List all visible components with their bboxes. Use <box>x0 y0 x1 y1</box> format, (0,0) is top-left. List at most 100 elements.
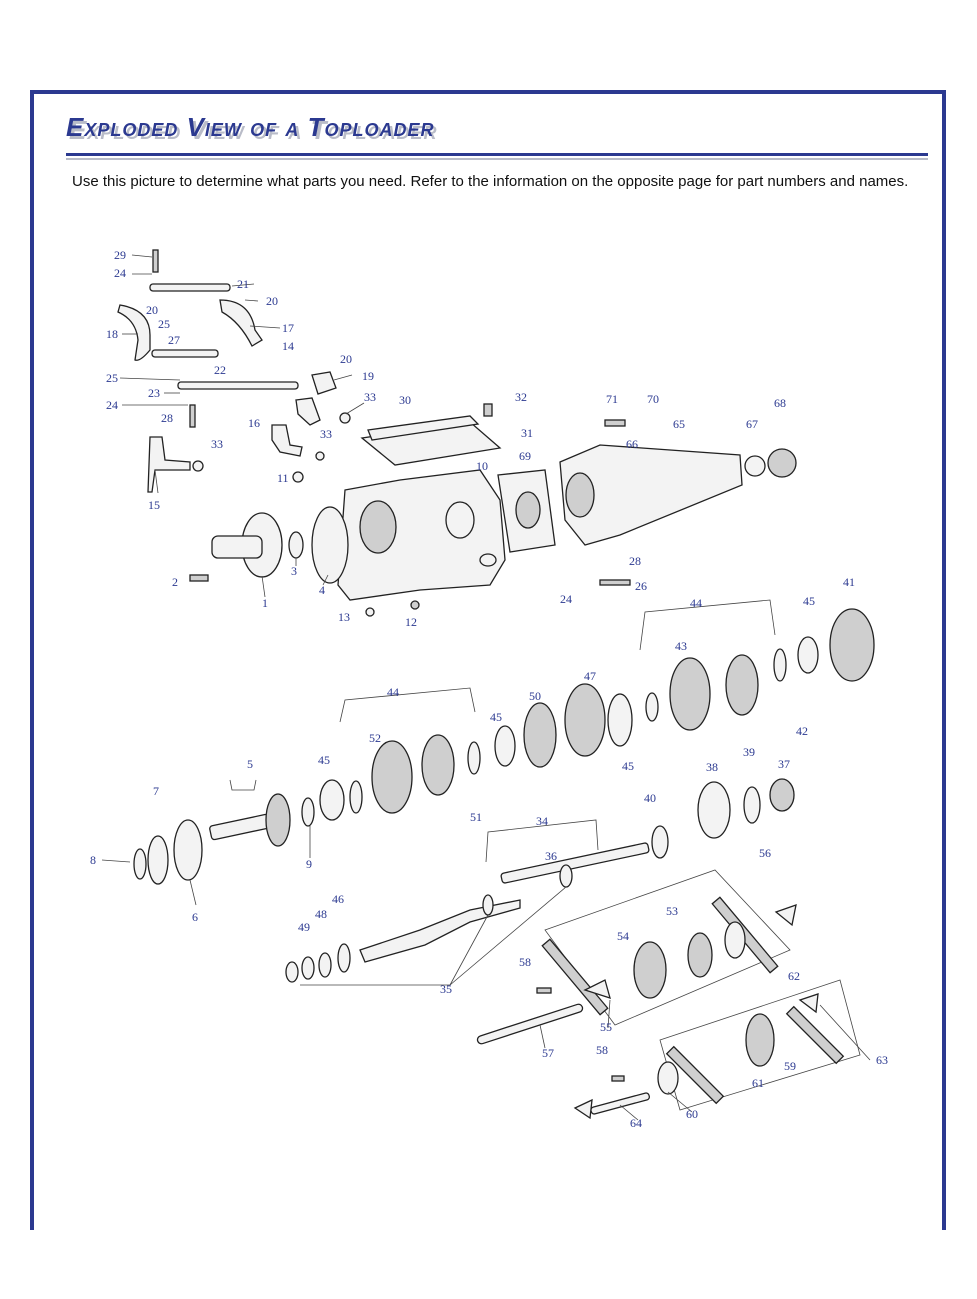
callout-21: 21 <box>237 277 249 291</box>
callout-54: 54 <box>617 929 629 943</box>
callout-33: 33 <box>364 390 376 404</box>
callout-45: 45 <box>803 594 815 608</box>
callout-70: 70 <box>647 392 659 406</box>
callout-26: 26 <box>635 579 647 593</box>
callout-64: 64 <box>630 1116 642 1130</box>
title-underline <box>66 153 928 156</box>
callout-46: 46 <box>332 892 344 906</box>
callout-20: 20 <box>146 303 158 317</box>
callout-58: 58 <box>596 1043 608 1057</box>
callout-61: 61 <box>752 1076 764 1090</box>
countershaft-cluster <box>476 869 797 1045</box>
callout-18: 18 <box>106 327 118 341</box>
callout-47: 47 <box>584 669 596 683</box>
callout-52: 52 <box>369 731 381 745</box>
callout-57: 57 <box>542 1046 554 1060</box>
callout-24: 24 <box>106 398 118 412</box>
callout-17: 17 <box>282 321 294 335</box>
callout-53: 53 <box>666 904 678 918</box>
front-bearing-retainer <box>189 506 349 584</box>
callout-34: 34 <box>536 814 548 828</box>
callout-32: 32 <box>515 390 527 404</box>
callout-44: 44 <box>387 685 399 699</box>
callout-33: 33 <box>211 437 223 451</box>
callout-55: 55 <box>600 1020 612 1034</box>
callout-63: 63 <box>876 1053 888 1067</box>
callout-20: 20 <box>340 352 352 366</box>
title-underline-shadow <box>66 158 928 160</box>
callout-67: 67 <box>746 417 758 431</box>
callout-56: 56 <box>759 846 771 860</box>
callout-23: 23 <box>148 386 160 400</box>
callout-9: 9 <box>306 857 312 871</box>
callout-labels: 29 24 21 20 20 25 17 18 27 14 20 22 19 2… <box>90 248 888 1130</box>
callout-11: 11 <box>277 471 289 485</box>
callout-44: 44 <box>690 596 702 610</box>
extension-housing <box>483 403 797 586</box>
page-title: Exploded View of a Toploader <box>66 112 435 142</box>
callout-27: 27 <box>168 333 180 347</box>
callout-49: 49 <box>298 920 310 934</box>
callout-60: 60 <box>686 1107 698 1121</box>
transmission-case <box>292 415 506 617</box>
output-shaft <box>285 842 650 983</box>
callout-15: 15 <box>148 498 160 512</box>
callout-29: 29 <box>114 248 126 262</box>
leader-lines <box>101 254 871 1121</box>
callout-50: 50 <box>529 689 541 703</box>
callout-37: 37 <box>778 757 790 771</box>
callout-69: 69 <box>519 449 531 463</box>
callout-6: 6 <box>192 910 198 924</box>
callout-31: 31 <box>521 426 533 440</box>
callout-45: 45 <box>490 710 502 724</box>
callout-65: 65 <box>673 417 685 431</box>
callout-19: 19 <box>362 369 374 383</box>
callout-22: 22 <box>214 363 226 377</box>
callout-14: 14 <box>282 339 294 353</box>
callout-8: 8 <box>90 853 96 867</box>
mainshaft-gear-train <box>133 608 875 885</box>
callout-5: 5 <box>247 757 253 771</box>
group-brackets <box>229 599 776 863</box>
callout-25: 25 <box>158 317 170 331</box>
callout-7: 7 <box>153 784 159 798</box>
callout-58: 58 <box>519 955 531 969</box>
callout-36: 36 <box>545 849 557 863</box>
callout-35: 35 <box>440 982 452 996</box>
callout-41: 41 <box>843 575 855 589</box>
callout-48: 48 <box>315 907 327 921</box>
callout-68: 68 <box>774 396 786 410</box>
callout-43: 43 <box>675 639 687 653</box>
callout-38: 38 <box>706 760 718 774</box>
reverse-idler-assembly <box>573 979 861 1120</box>
callout-40: 40 <box>644 791 656 805</box>
callout-42: 42 <box>796 724 808 738</box>
callout-25: 25 <box>106 371 118 385</box>
callout-28: 28 <box>161 411 173 425</box>
callout-62: 62 <box>788 969 800 983</box>
shift-fork-assembly <box>117 249 351 493</box>
callout-24: 24 <box>114 266 126 280</box>
callout-12: 12 <box>405 615 417 629</box>
callout-59: 59 <box>784 1059 796 1073</box>
callout-45: 45 <box>318 753 330 767</box>
callout-39: 39 <box>743 745 755 759</box>
callout-1: 1 <box>262 596 268 610</box>
callout-10: 10 <box>476 459 488 473</box>
callout-45: 45 <box>622 759 634 773</box>
callout-66: 66 <box>626 437 638 451</box>
page-frame <box>30 90 946 1230</box>
callout-2: 2 <box>172 575 178 589</box>
callout-3: 3 <box>291 564 297 578</box>
callout-16: 16 <box>248 416 260 430</box>
callout-13: 13 <box>338 610 350 624</box>
callout-33: 33 <box>320 427 332 441</box>
callout-28: 28 <box>629 554 641 568</box>
callout-4: 4 <box>319 583 325 597</box>
callout-51: 51 <box>470 810 482 824</box>
callout-71: 71 <box>606 392 618 406</box>
callout-20: 20 <box>266 294 278 308</box>
intro-text: Use this picture to determine what parts… <box>72 173 909 190</box>
callout-24: 24 <box>560 592 572 606</box>
